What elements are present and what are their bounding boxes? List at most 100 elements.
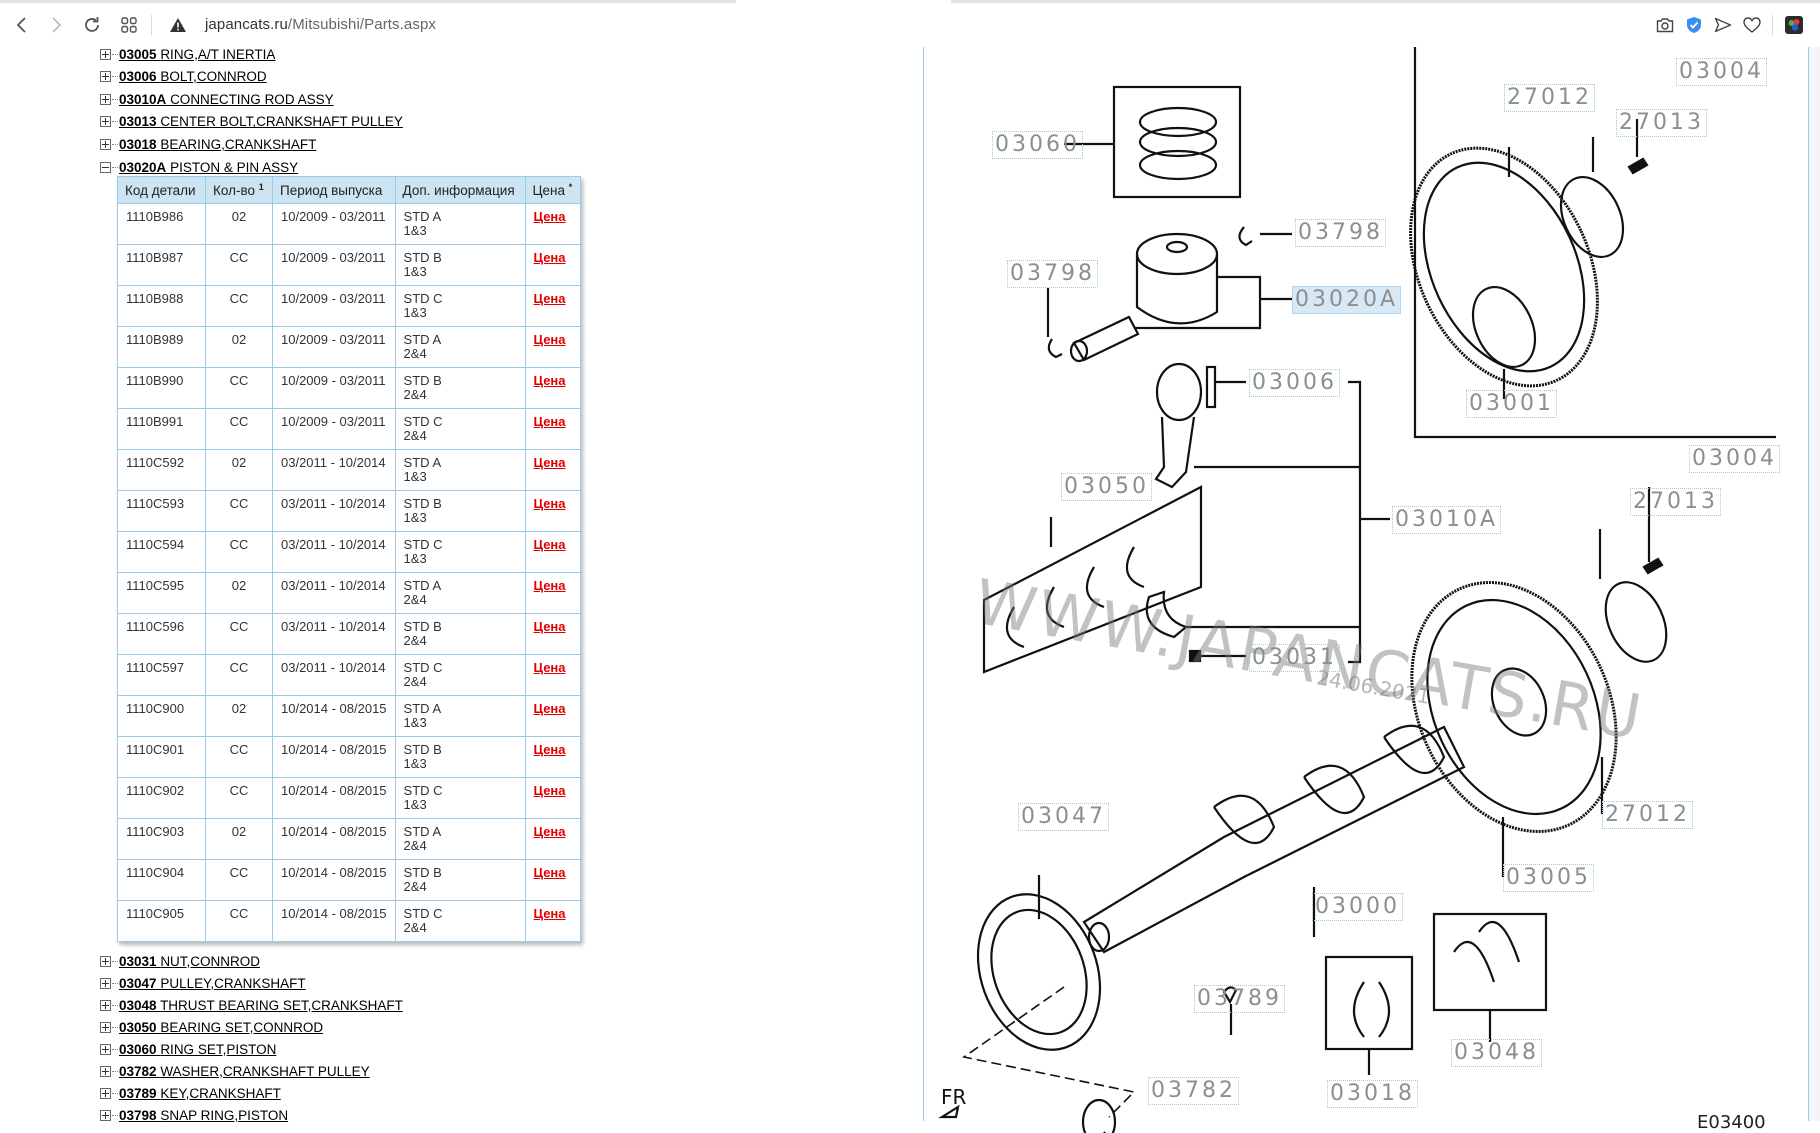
price-link[interactable]: Цена: [533, 332, 566, 347]
tree-item[interactable]: 03010A CONNECTING ROD ASSY: [100, 90, 334, 108]
back-icon[interactable]: [10, 13, 34, 37]
tree-item-link[interactable]: 03020A PISTON & PIN ASSY: [119, 159, 299, 175]
callout-03004[interactable]: 03004: [1676, 58, 1767, 86]
tree-item-link[interactable]: 03047 PULLEY,CRANKSHAFT: [119, 976, 306, 991]
price-link[interactable]: Цена: [533, 742, 566, 757]
expand-icon[interactable]: [100, 1065, 111, 1077]
callout-03001[interactable]: 03001: [1466, 390, 1557, 418]
warning-icon[interactable]: [166, 13, 190, 37]
price-link[interactable]: Цена: [533, 414, 566, 429]
tree-item-link[interactable]: 03018 BEARING,CRANKSHAFT: [119, 137, 316, 152]
expand-icon[interactable]: [100, 48, 111, 60]
expand-icon[interactable]: [100, 93, 111, 105]
tree-item[interactable]: 03013 CENTER BOLT,CRANKSHAFT PULLEY: [100, 113, 403, 131]
shield-check-icon[interactable]: [1682, 13, 1706, 37]
reload-icon[interactable]: [80, 13, 104, 37]
tree-item-expanded[interactable]: 03020A PISTON & PIN ASSY: [100, 158, 298, 176]
price-link[interactable]: Цена: [533, 291, 566, 306]
callout-03789[interactable]: 03789: [1194, 985, 1285, 1013]
tree-item[interactable]: 03047 PULLEY,CRANKSHAFT: [100, 974, 306, 992]
header-qty: Кол-во 1: [205, 176, 273, 204]
price-link[interactable]: Цена: [533, 496, 566, 511]
expand-icon[interactable]: [100, 999, 111, 1011]
callout-27012[interactable]: 27012: [1602, 801, 1693, 829]
tree-item-link[interactable]: 03010A CONNECTING ROD ASSY: [119, 92, 334, 107]
callout-03031[interactable]: 03031: [1249, 644, 1340, 672]
tree-item[interactable]: 03060 RING SET,PISTON: [100, 1040, 276, 1058]
callout-03060[interactable]: 03060: [992, 131, 1083, 159]
expand-icon[interactable]: [100, 1087, 111, 1099]
expand-icon[interactable]: [100, 116, 111, 128]
send-icon[interactable]: [1711, 13, 1735, 37]
part-name: RING SET,PISTON: [160, 1041, 277, 1057]
tree-item-link[interactable]: 03050 BEARING SET,CONNROD: [119, 1020, 323, 1035]
callout-03006[interactable]: 03006: [1249, 369, 1340, 397]
callout-03047[interactable]: 03047: [1018, 803, 1109, 831]
apps-grid-icon[interactable]: [117, 13, 141, 37]
tree-item[interactable]: 03006 BOLT,CONNROD: [100, 68, 267, 86]
tree-item[interactable]: 03005 RING,A/T INERTIA: [100, 45, 275, 63]
price-link[interactable]: Цена: [533, 783, 566, 798]
forward-icon[interactable]: [44, 13, 68, 37]
scroll-gutter[interactable]: [1809, 47, 1820, 1121]
expand-icon[interactable]: [100, 1109, 111, 1121]
address-bar[interactable]: japancats.ru/Mitsubishi/Parts.aspx: [205, 16, 436, 33]
tree-item[interactable]: 03782 WASHER,CRANKSHAFT PULLEY: [100, 1062, 370, 1080]
price-link[interactable]: Цена: [533, 373, 566, 388]
tree-item[interactable]: 03050 BEARING SET,CONNROD: [100, 1018, 323, 1036]
tree-item-link[interactable]: 03798 SNAP RING,PISTON: [119, 1108, 288, 1123]
tree-item[interactable]: 03798 SNAP RING,PISTON: [100, 1106, 288, 1124]
extension-icon[interactable]: [1782, 13, 1806, 37]
price-link[interactable]: Цена: [533, 865, 566, 880]
price-link[interactable]: Цена: [533, 660, 566, 675]
callout-03050[interactable]: 03050: [1061, 473, 1152, 501]
price-link[interactable]: Цена: [533, 537, 566, 552]
callout-03798[interactable]: 03798: [1295, 219, 1386, 247]
tree-item-link[interactable]: 03031 NUT,CONNROD: [119, 954, 260, 969]
expand-icon[interactable]: [100, 71, 111, 83]
expand-icon[interactable]: [100, 1043, 111, 1055]
callout-27013[interactable]: 27013: [1616, 109, 1707, 137]
callout-03798[interactable]: 03798: [1007, 260, 1098, 288]
camera-icon[interactable]: [1653, 13, 1677, 37]
tree-item[interactable]: 03031 NUT,CONNROD: [100, 952, 260, 970]
price-link[interactable]: Цена: [533, 578, 566, 593]
callout-03004[interactable]: 03004: [1689, 445, 1780, 473]
price-link[interactable]: Цена: [533, 906, 566, 921]
callout-03005[interactable]: 03005: [1503, 864, 1594, 892]
price-link[interactable]: Цена: [533, 455, 566, 470]
expand-icon[interactable]: [100, 1021, 111, 1033]
part-code-cell: 1110C594: [117, 531, 206, 573]
tree-item-link[interactable]: 03048 THRUST BEARING SET,CRANKSHAFT: [119, 998, 403, 1013]
tree-item[interactable]: 03048 THRUST BEARING SET,CRANKSHAFT: [100, 996, 403, 1014]
tree-item-link[interactable]: 03782 WASHER,CRANKSHAFT PULLEY: [119, 1064, 370, 1079]
expand-icon[interactable]: [100, 955, 111, 967]
expand-icon[interactable]: [100, 138, 111, 150]
callout-03010a[interactable]: 03010A: [1392, 506, 1502, 534]
collapse-icon[interactable]: [100, 161, 111, 173]
heart-icon[interactable]: [1740, 13, 1764, 37]
tree-item-link[interactable]: 03060 RING SET,PISTON: [119, 1042, 276, 1057]
callout-27012[interactable]: 27012: [1504, 84, 1595, 112]
tree-item-link[interactable]: 03013 CENTER BOLT,CRANKSHAFT PULLEY: [119, 114, 403, 129]
expand-icon[interactable]: [100, 977, 111, 989]
price-link[interactable]: Цена: [533, 701, 566, 716]
callout-03000[interactable]: 03000: [1312, 893, 1403, 921]
callout-03020a-active[interactable]: 03020A: [1292, 286, 1402, 314]
tree-item[interactable]: 03789 KEY,CRANKSHAFT: [100, 1084, 281, 1102]
price-link[interactable]: Цена: [533, 619, 566, 634]
callout-03048[interactable]: 03048: [1451, 1039, 1542, 1067]
tree-item-link[interactable]: 03005 RING,A/T INERTIA: [119, 47, 275, 62]
callout-27013[interactable]: 27013: [1630, 488, 1721, 516]
price-link[interactable]: Цена: [533, 250, 566, 265]
price-link[interactable]: Цена: [533, 824, 566, 839]
tree-item-link[interactable]: 03789 KEY,CRANKSHAFT: [119, 1086, 281, 1101]
callout-03782[interactable]: 03782: [1148, 1077, 1239, 1105]
tree-item[interactable]: 03018 BEARING,CRANKSHAFT: [100, 135, 316, 153]
price-link[interactable]: Цена: [533, 209, 566, 224]
tree-item-link[interactable]: 03006 BOLT,CONNROD: [119, 69, 267, 84]
callout-03018[interactable]: 03018: [1327, 1080, 1418, 1108]
